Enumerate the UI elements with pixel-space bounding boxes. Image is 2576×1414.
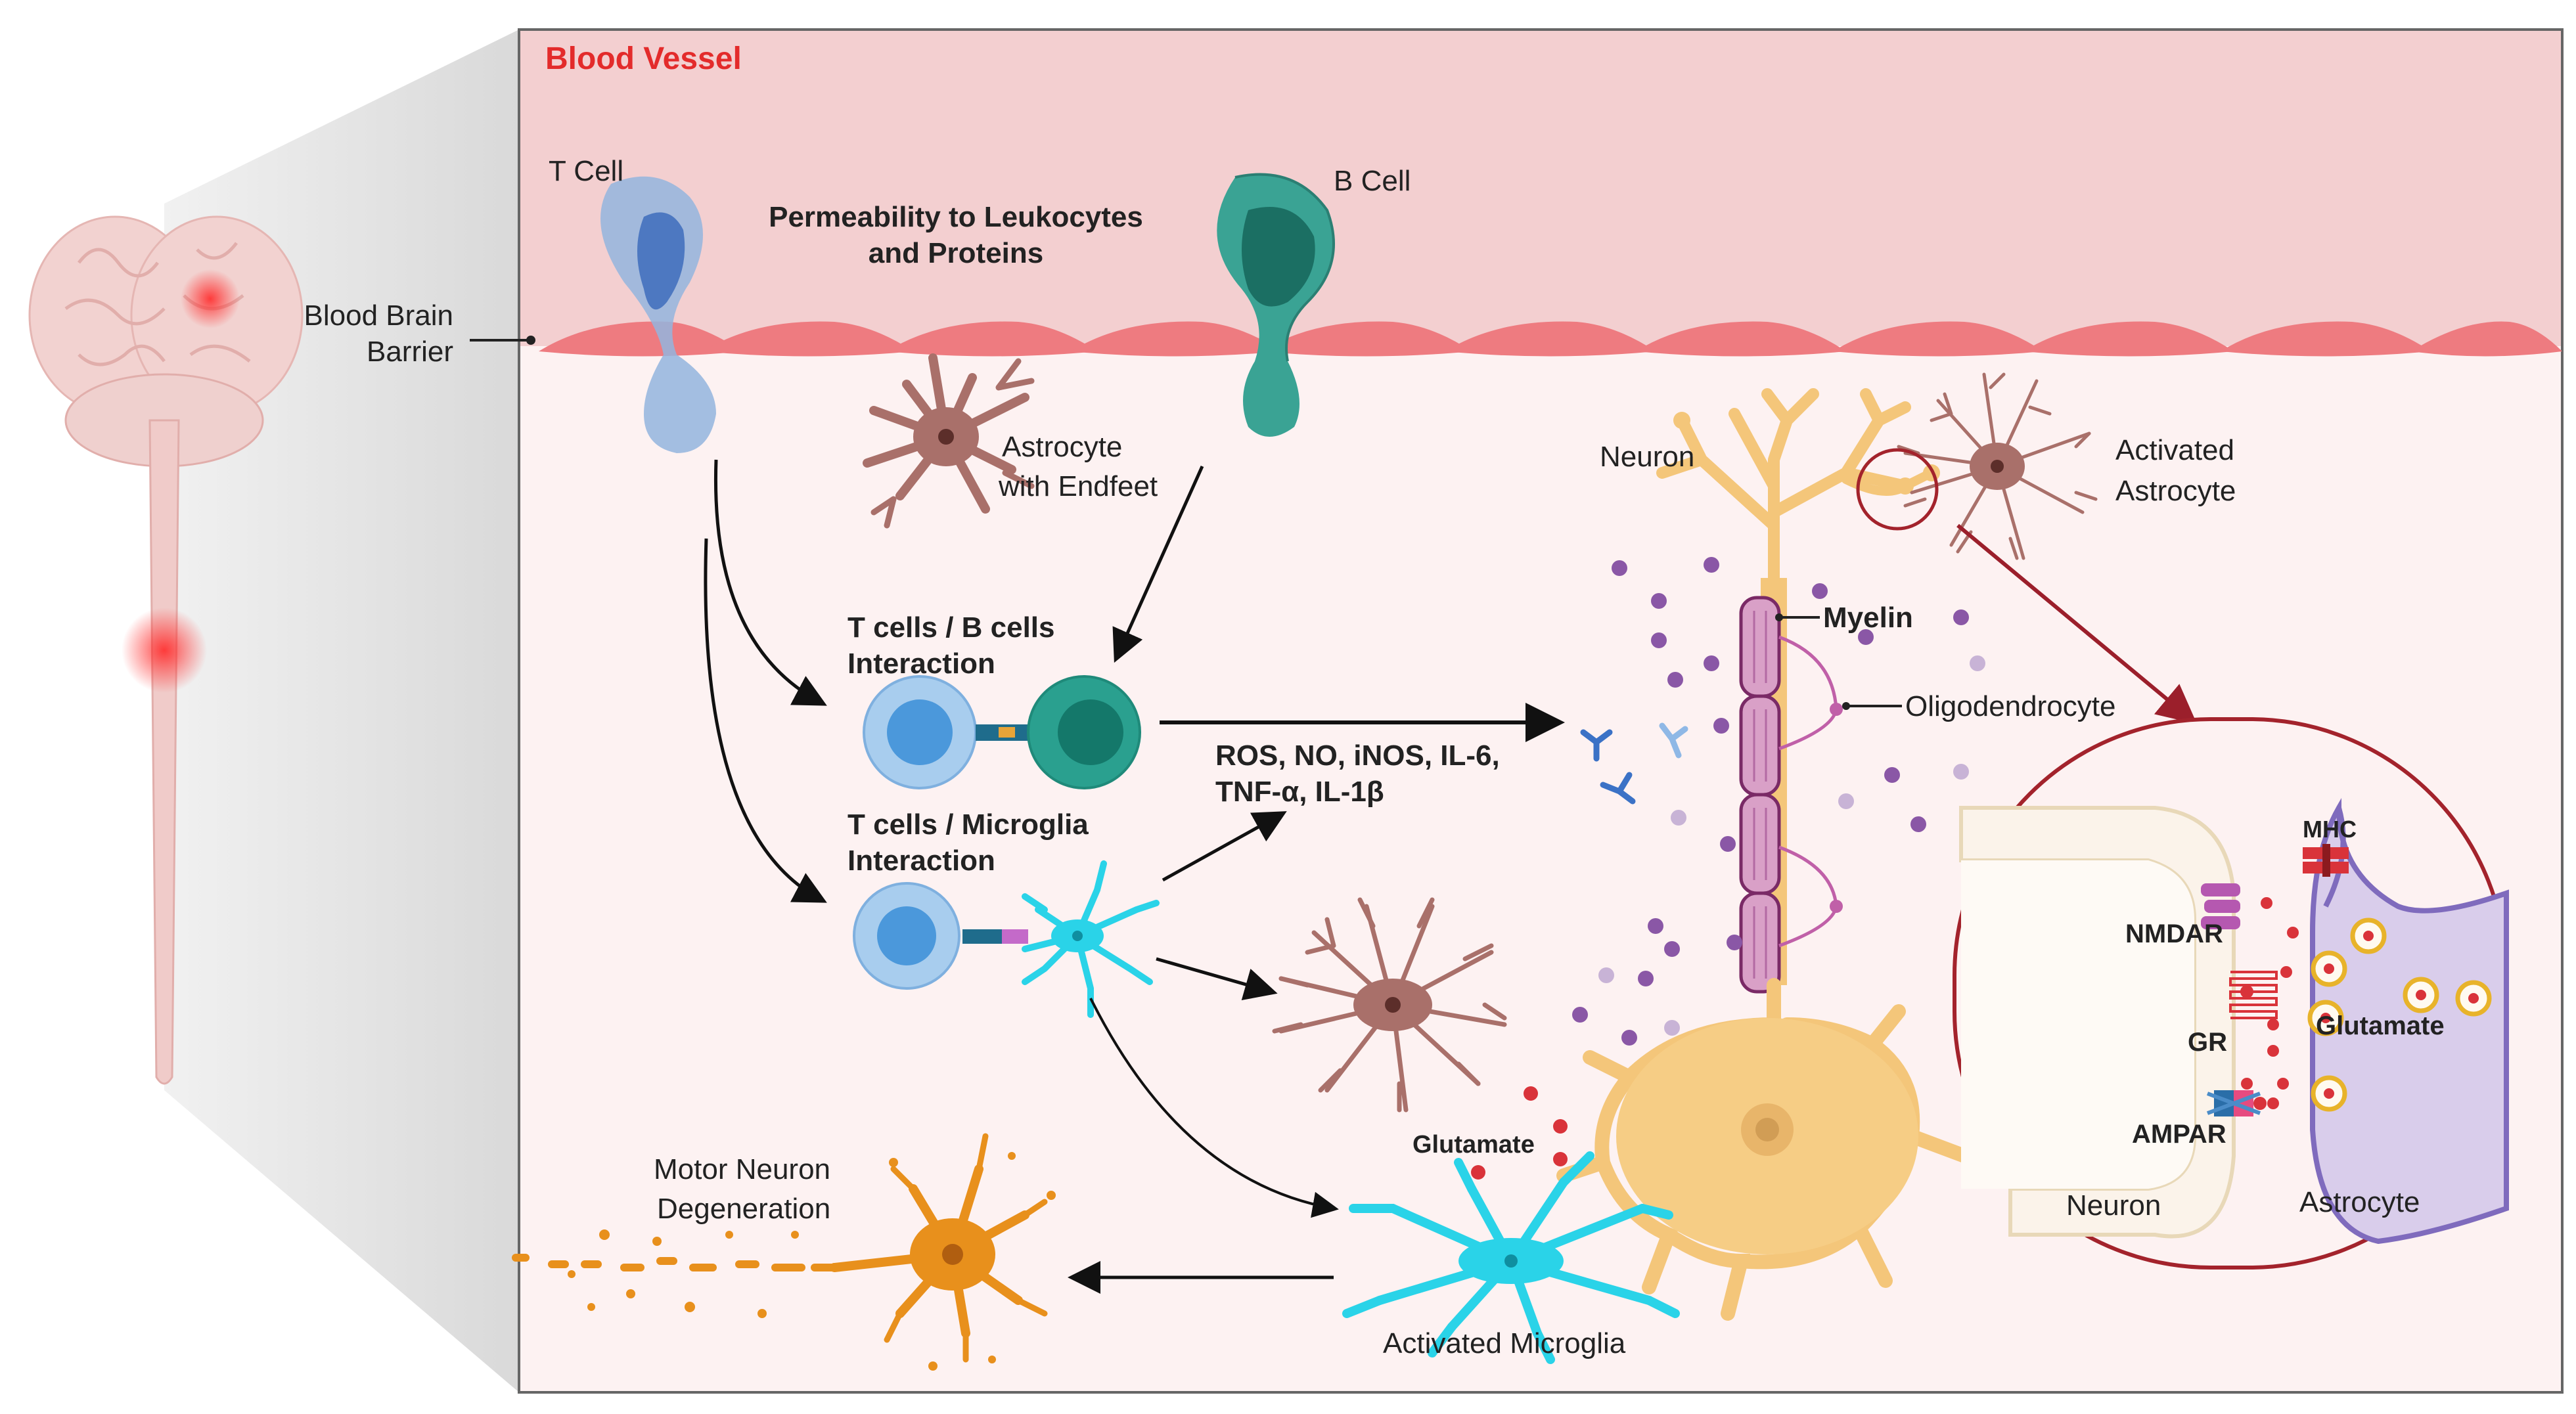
tm-interaction-label-line1: T cells / Microglia (847, 808, 1089, 841)
activated-astrocyte-middle (1272, 897, 1507, 1113)
arrow-microglia-to-astrocyte (1156, 957, 1278, 1001)
cytokine-particles (1572, 557, 1985, 1046)
tb-interaction-label-line1: T cells / B cells (847, 611, 1055, 644)
neuron-main (1556, 388, 1972, 1321)
astrocyte-endfeet-label-line2: with Endfeet (998, 470, 1158, 502)
glutamate-inset-label: Glutamate (2316, 1011, 2445, 1040)
motor-neuron-label-line1: Motor Neuron (654, 1153, 830, 1185)
bbb-label-line1: Blood Brain (304, 299, 453, 332)
permeability-label-line1: Permeability to Leukocytes (769, 201, 1143, 233)
mhc-label: MHC (2303, 816, 2357, 843)
brain-spinal-cord-illustration (28, 215, 304, 1085)
arrow-t-to-tb (713, 459, 827, 706)
motor-neuron-degenerating (512, 1133, 1056, 1371)
blood-vessel-label: Blood Vessel (545, 41, 742, 76)
cytokines-label-line1: ROS, NO, iNOS, IL-6, (1215, 740, 1500, 772)
glutamate-dots-left (1471, 1086, 1568, 1180)
cytokines-label-line2: TNF-α, IL-1β (1215, 776, 1384, 808)
synapse-highlight-circle (1856, 448, 1939, 531)
motor-neuron-label-line2: Degeneration (657, 1193, 830, 1225)
nmdar-label: NMDAR (2125, 919, 2223, 948)
arrow-t-to-tm (704, 538, 827, 903)
ampar-label: AMPAR (2132, 1120, 2226, 1149)
activated-microglia-label: Activated Microglia (1383, 1327, 1626, 1359)
b-cell-label: B Cell (1334, 165, 1411, 197)
arrow-microglia-to-activated (1089, 998, 1339, 1218)
tm-interaction-label-line2: Interaction (847, 845, 995, 877)
antibodies (1580, 722, 1688, 805)
activated-astrocyte-label-line2: Astrocyte (2115, 475, 2236, 507)
activated-microglia (1342, 1151, 1680, 1364)
bbb-label-line2: Barrier (367, 336, 453, 368)
blood-vessel-region (520, 31, 2561, 346)
astrocyte-with-endfeet (863, 353, 1035, 529)
t-b-interaction-cells (863, 675, 1141, 789)
t-cell-transmigrating (600, 176, 716, 453)
myelin-label: Myelin (1823, 602, 1913, 634)
activated-astrocyte-top (1897, 372, 2098, 560)
permeability-label-line2: and Proteins (869, 237, 1044, 269)
gr-label: GR (2188, 1028, 2227, 1057)
zoom-arrow (1956, 523, 2198, 724)
t-microglia-interaction-cells (853, 860, 1160, 1018)
glutamate-left-label: Glutamate (1412, 1131, 1535, 1159)
synapse-inset (1953, 717, 2509, 1270)
endothelial-layer (539, 321, 2562, 357)
activated-astrocyte-label-line1: Activated (2115, 434, 2234, 466)
neuron-top-label: Neuron (1600, 441, 1694, 473)
b-cell-transmigrating (1217, 173, 1335, 437)
inset-neuron-label: Neuron (2066, 1189, 2161, 1222)
tb-interaction-label-line2: Interaction (847, 648, 995, 680)
arrow-microglia-to-cytokines (1162, 811, 1287, 882)
arrow-b-to-tb (1112, 465, 1204, 663)
t-cell-label: T Cell (549, 155, 623, 187)
inset-astrocyte-label: Astrocyte (2299, 1186, 2420, 1218)
astrocyte-endfeet-label-line1: Astrocyte (1002, 431, 1122, 463)
oligodendrocyte-label: Oligodendrocyte (1905, 690, 2115, 722)
